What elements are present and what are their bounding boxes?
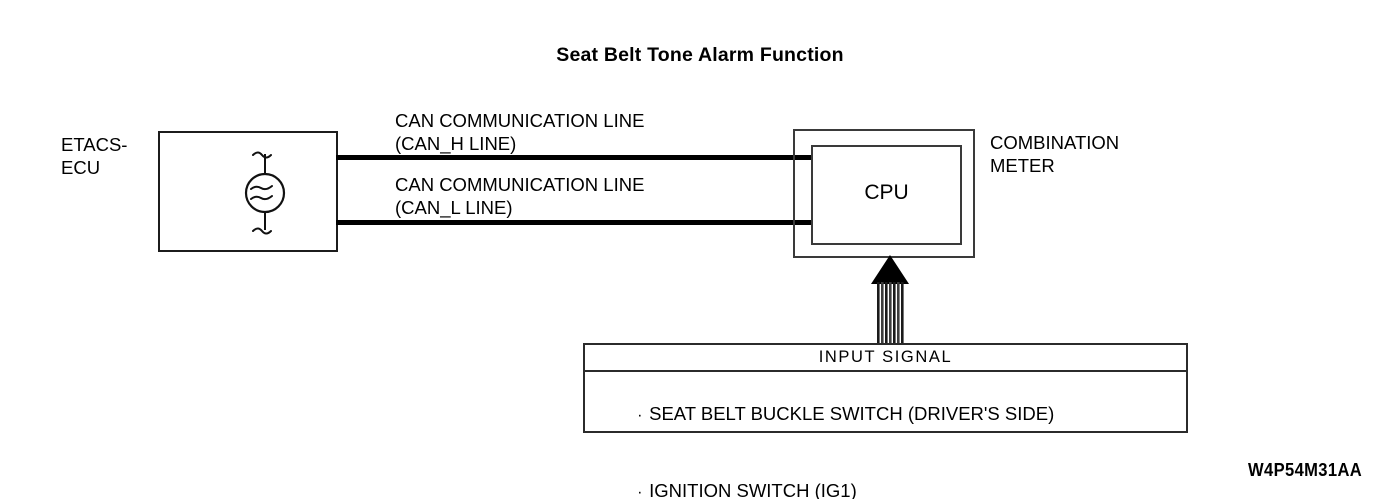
input-signal-box: INPUT SIGNAL · SEAT BELT BUCKLE SWITCH (D… <box>583 343 1188 499</box>
bullet-icon: · <box>637 407 643 424</box>
cpu-label: CPU <box>864 181 909 204</box>
input-signal-list: · SEAT BELT BUCKLE SWITCH (DRIVER'S SIDE)… <box>596 376 1182 499</box>
page-title: Seat Belt Tone Alarm Function <box>556 44 844 66</box>
can-h-line <box>336 155 814 160</box>
bullet-icon: · <box>637 484 643 499</box>
combination-meter-label: COMBINATION METER <box>990 132 1120 176</box>
combination-meter-box <box>793 129 975 258</box>
can-l-line <box>336 220 814 225</box>
list-item-label: IGNITION SWITCH (IG1) <box>649 480 857 499</box>
etacs-ecu-label: ETACS- ECU <box>61 134 128 178</box>
cpu-box <box>811 145 962 245</box>
list-item: · SEAT BELT BUCKLE SWITCH (DRIVER'S SIDE) <box>596 376 1182 453</box>
list-item-label: SEAT BELT BUCKLE SWITCH (DRIVER'S SIDE) <box>649 403 1055 424</box>
can-h-line-label: CAN COMMUNICATION LINE (CAN_H LINE) <box>395 110 645 154</box>
input-signal-header: INPUT SIGNAL <box>585 345 1186 372</box>
can-l-line-label: CAN COMMUNICATION LINE (CAN_L LINE) <box>395 174 645 218</box>
list-item: · IGNITION SWITCH (IG1) <box>596 453 1182 499</box>
can-transceiver-symbol <box>244 151 286 235</box>
multi-wire-arrow-up-icon <box>871 255 909 347</box>
figure-code: W4P54M31AA <box>1248 460 1363 480</box>
